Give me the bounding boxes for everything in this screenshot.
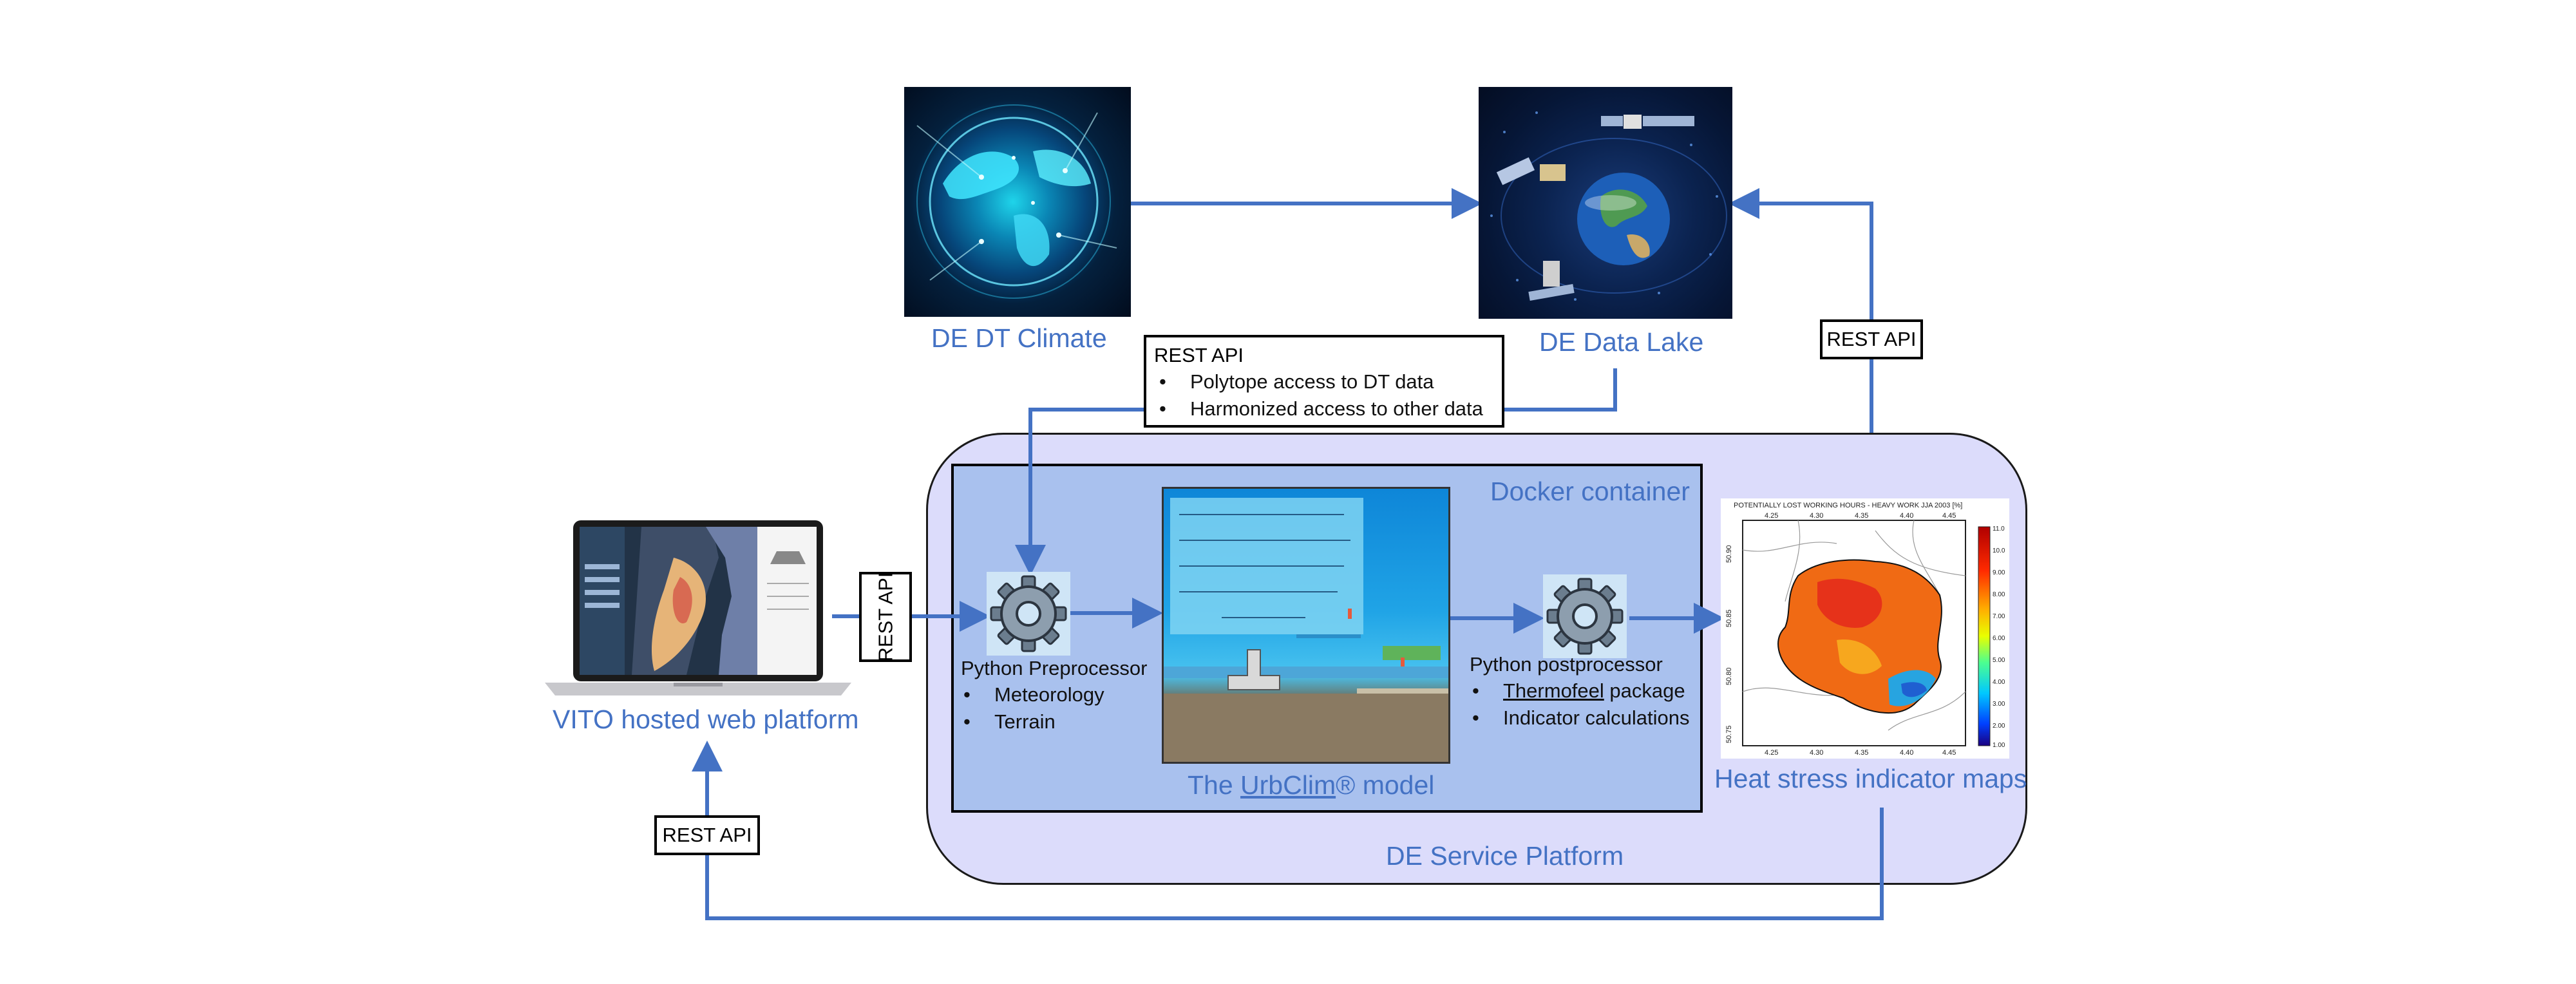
de-dt-climate-label: DE DT Climate xyxy=(931,323,1107,353)
postprocessor-item: Thermofeel package xyxy=(1467,677,1690,705)
de-service-platform-label: DE Service Platform xyxy=(1386,841,1624,871)
colorbar-tick: 9.00 xyxy=(1993,569,2005,576)
heatmap-y-tick: 50.85 xyxy=(1725,609,1733,627)
heatmap-x-tick: 4.25 xyxy=(1765,512,1778,520)
colorbar-tick: 3.00 xyxy=(1993,701,2005,708)
heatmap-x-tick: 4.30 xyxy=(1810,512,1823,520)
arrow-heatmaps-to-datalake xyxy=(1728,188,1873,433)
vito-web-platform-label: VITO hosted web platform xyxy=(553,705,859,734)
postprocessor-title: Python postprocessor xyxy=(1470,653,1663,676)
heatmap-y-tick: 50.80 xyxy=(1725,667,1733,685)
colorbar-tick: 10.0 xyxy=(1993,547,2005,554)
heat-stress-maps-label: Heat stress indicator maps xyxy=(1714,764,2027,793)
heatmap-y-tick: 50.90 xyxy=(1725,545,1733,563)
preprocessor-item: Meteorology xyxy=(958,681,1104,708)
heatmap-x-tick: 4.40 xyxy=(1900,512,1913,520)
rest-api-bottom-box: REST API xyxy=(654,815,760,855)
model-label-prefix: The xyxy=(1188,770,1241,800)
rest-api-data-access-box: REST API Polytope access to DT data Harm… xyxy=(1144,335,1504,428)
urbclim-link[interactable]: UrbClim xyxy=(1240,770,1336,800)
heatmap-x-tick: 4.45 xyxy=(1942,749,1956,757)
globe-image xyxy=(904,87,1131,317)
heatmap-x-tick: 4.30 xyxy=(1810,749,1823,757)
preprocessor-gear-icon xyxy=(987,572,1070,656)
preprocessor-title: Python Preprocessor xyxy=(961,657,1148,679)
colorbar-tick: 2.00 xyxy=(1993,723,2005,730)
rest-api-right-box: REST API xyxy=(1820,319,1923,359)
colorbar-tick: 1.00 xyxy=(1993,742,2005,749)
rest-api-left-label: REST API xyxy=(874,572,896,662)
heatmap-x-tick: 4.35 xyxy=(1855,512,1868,520)
colorbar-tick: 4.00 xyxy=(1993,679,2005,686)
urbclim-model-label: The UrbClim® model xyxy=(1188,770,1434,800)
rest-api-items: Polytope access to DT data Harmonized ac… xyxy=(1154,368,1494,422)
postprocessor-items: Thermofeel package Indicator calculation… xyxy=(1467,677,1690,732)
postprocessor-item: Indicator calculations xyxy=(1467,705,1690,732)
postprocessor-gear-icon xyxy=(1543,574,1627,658)
preprocessor-items: Meteorology Terrain xyxy=(958,681,1104,735)
de-data-lake-label: DE Data Lake xyxy=(1539,327,1704,357)
heatmap-x-tick: 4.40 xyxy=(1900,749,1913,757)
heatmap-x-tick: 4.35 xyxy=(1855,749,1868,757)
colorbar-tick: 8.00 xyxy=(1993,591,2005,598)
rest-api-left-box: REST API xyxy=(859,572,912,662)
colorbar-tick: 5.00 xyxy=(1993,657,2005,664)
colorbar-tick: 7.00 xyxy=(1993,613,2005,620)
heatmap-x-tick: 4.25 xyxy=(1765,749,1778,757)
rest-api-title: REST API xyxy=(1154,344,1244,366)
docker-container-label: Docker container xyxy=(1490,477,1690,506)
thermofeel-link[interactable]: Thermofeel xyxy=(1503,679,1604,702)
laptop-image xyxy=(545,519,851,699)
heatmap-title: POTENTIALLY LOST WORKING HOURS - HEAVY W… xyxy=(1734,502,1962,509)
rest-api-item: Harmonized access to other data xyxy=(1154,395,1494,422)
heat-stress-map-image: POTENTIALLY LOST WORKING HOURS - HEAVY W… xyxy=(1721,498,2009,759)
satellite-earth-image xyxy=(1479,87,1732,319)
heatmap-y-tick: 50.75 xyxy=(1725,725,1733,743)
preprocessor-item: Terrain xyxy=(958,708,1104,735)
heatmap-x-tick: 4.45 xyxy=(1942,512,1956,520)
rest-api-item: Polytope access to DT data xyxy=(1154,368,1494,395)
colorbar-tick: 6.00 xyxy=(1993,635,2005,642)
model-label-suffix: ® model xyxy=(1336,770,1435,800)
urbclim-model-image xyxy=(1162,487,1450,764)
colorbar-tick: 11.0 xyxy=(1993,525,2005,533)
